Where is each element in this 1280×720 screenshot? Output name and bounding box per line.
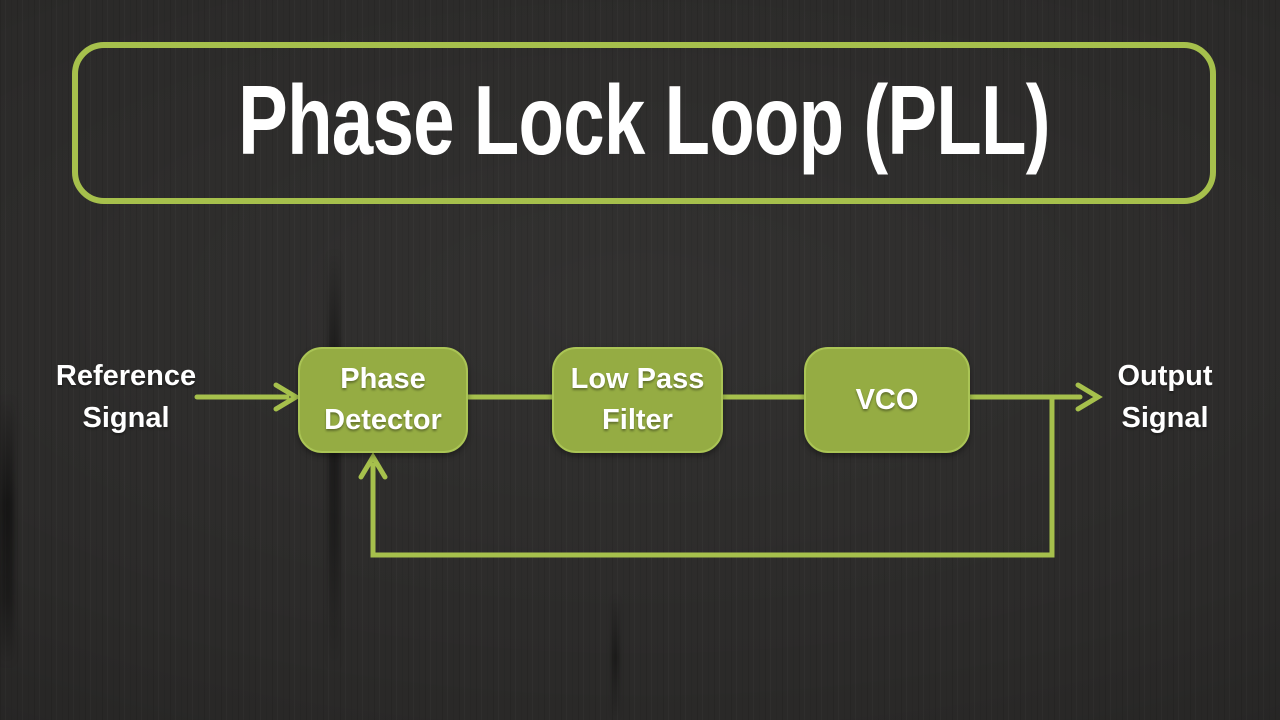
- reference-arrowhead-icon: [273, 382, 301, 412]
- title-box: Phase Lock Loop (PLL): [72, 42, 1216, 204]
- block-vco-label: VCO: [855, 383, 919, 416]
- block-low-pass-filter: Low Pass Filter: [552, 347, 723, 453]
- reference-signal-label: Reference Signal: [55, 360, 197, 434]
- block-vco: VCO: [804, 347, 970, 453]
- feedback-arrowhead-icon: [358, 452, 388, 480]
- block-phase-detector: Phase Detector: [298, 347, 468, 453]
- feedback-path: [370, 394, 1055, 558]
- page-title: Phase Lock Loop (PLL): [238, 65, 1050, 175]
- block-low-pass-filter-label: Low Pass Filter: [570, 363, 705, 436]
- output-signal-label: Output Signal: [1117, 360, 1213, 434]
- output-arrowhead-icon: [1075, 382, 1103, 412]
- block-phase-detector-label: Phase Detector: [324, 363, 442, 436]
